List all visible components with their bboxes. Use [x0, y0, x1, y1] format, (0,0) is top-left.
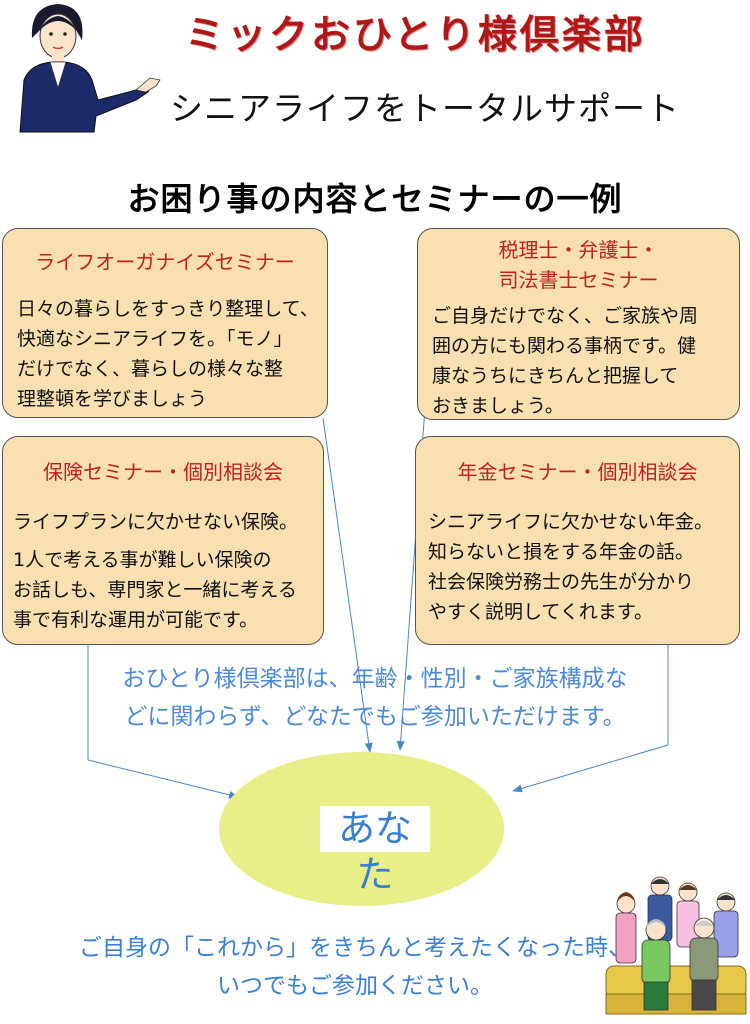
closing-message-line: いつでもご参加ください。 — [217, 973, 493, 999]
seminar-title: ライフオーガナイズセミナー — [35, 250, 295, 274]
seminar-box-pension: 年金セミナー・個別相談会 シニアライフに欠かせない年金。 知らないと損をする年金… — [415, 436, 740, 645]
seminar-description-line: シニアライフに欠かせない年金。 — [428, 511, 714, 533]
eligibility-notice-line: おひとり様倶楽部は、年齢・性別・ご家族構成な — [122, 666, 628, 692]
seminar-title: 司法書士セミナー — [498, 268, 659, 292]
seminar-description: ライフプランに欠かせない保険。 1人で考える事が難しい保険の お話しも、専門家と… — [13, 507, 298, 635]
seminar-description: 日々の暮らしをすっきり整理して、 快適なシニアライフを。「モノ」 だけでなく、暮… — [17, 294, 319, 414]
page-subtitle: シニアライフをトータルサポート — [170, 89, 680, 128]
seminar-description: ご自身だけでなく、ご家族や周 囲の方にも関わる事柄です。健 康なうちにきちんと把… — [432, 301, 698, 421]
seminar-description-line: 囲の方にも関わる事柄です。健 — [432, 335, 697, 357]
seminar-title: 税理士・弁護士・ — [498, 238, 659, 262]
seminar-description-line: 知らないと損をする年金の話。 — [428, 541, 695, 563]
seminar-description-line: やすく説明してくれます。 — [428, 601, 653, 623]
seminar-description-line: だけでなく、暮らしの様々な整 — [17, 358, 284, 380]
seminar-description-line: おきましょう。 — [432, 395, 564, 417]
seminar-description-line: 理整頓を学びましょう — [17, 388, 208, 410]
presenter-illustration — [19, 4, 161, 133]
seminar-description-line: お話しも、専門家と一緒に考える — [13, 579, 297, 601]
arrow-line — [512, 744, 669, 793]
family-illustration — [605, 876, 747, 1015]
closing-message-line: ご自身の「これから」をきちんと考えたくなった時、 — [79, 935, 631, 961]
seminar-description-line: 康なうちにきちんと把握して — [432, 365, 679, 387]
arrow-line — [322, 417, 373, 753]
seminar-description-line: 社会保険労務士の先生が分かり — [428, 571, 695, 593]
seminar-description-line: ご自身だけでなく、ご家族や周 — [432, 305, 699, 327]
seminar-box-life-organize: ライフオーガナイズセミナー 日々の暮らしをすっきり整理して、 快適なシニアライフ… — [2, 228, 328, 418]
seminar-description-line: 日々の暮らしをすっきり整理して、 — [17, 298, 319, 320]
seminar-description-line: ライフプランに欠かせない保険。 — [13, 511, 299, 533]
seminar-description: シニアライフに欠かせない年金。 知らないと損をする年金の話。 社会保険労務士の先… — [428, 507, 713, 627]
seminar-description-line: 快適なシニアライフを。「モノ」 — [17, 328, 293, 350]
eligibility-notice-line: どに関わらず、どなたでもご参加いただけます。 — [124, 704, 626, 730]
seminar-box-insurance: 保険セミナー・個別相談会 ライフプランに欠かせない保険。 1人で考える事が難しい… — [2, 436, 324, 645]
seminar-description-line: 事で有利な運用が可能です。 — [13, 609, 259, 631]
page-title: ミックおひとり様倶楽部 — [185, 13, 646, 58]
arrow-line — [87, 759, 239, 799]
seminar-description-line: 1人で考える事が難しい保険の — [13, 549, 272, 571]
seminar-box-tax-legal: 税理士・弁護士・ 司法書士セミナー ご自身だけでなく、ご家族や周 囲の方にも関わ… — [417, 228, 740, 420]
you-label: あなた — [320, 806, 430, 896]
seminar-title: 年金セミナー・個別相談会 — [457, 460, 698, 484]
section-heading: お困り事の内容とセミナーの一例 — [127, 180, 623, 218]
seminar-title: 保険セミナー・個別相談会 — [43, 460, 283, 484]
